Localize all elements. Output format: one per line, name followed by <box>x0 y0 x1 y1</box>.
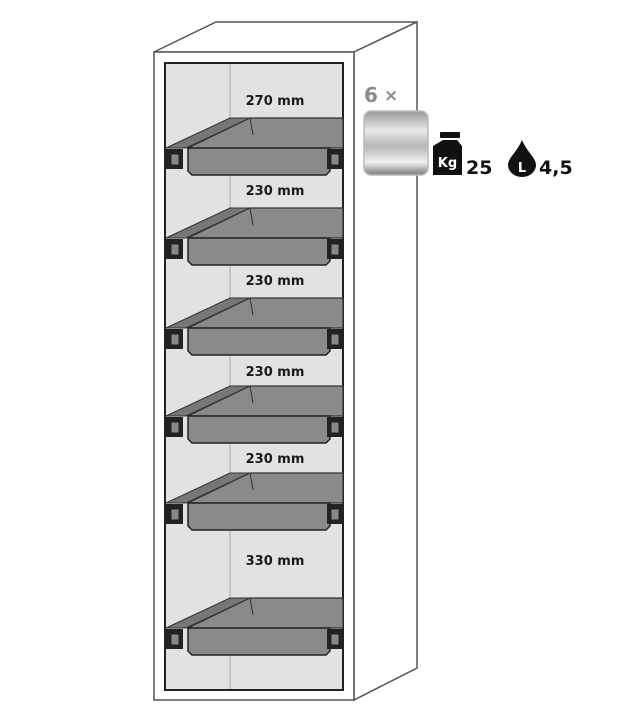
tray-front <box>187 502 331 531</box>
shelf-height-label: 230 mm <box>246 274 305 289</box>
svg-text:L: L <box>518 161 526 176</box>
multiplier-symbol: × <box>384 86 398 106</box>
pull-out-tray[interactable] <box>165 117 344 176</box>
shelf-count: 6 <box>364 83 378 107</box>
shelf-height-label: 230 mm <box>246 184 305 199</box>
pull-out-tray[interactable] <box>165 385 344 444</box>
tray-front <box>187 415 331 444</box>
weight-icon: Kg <box>433 132 462 175</box>
shelf-icon <box>363 110 429 176</box>
shelf-height-label: 230 mm <box>246 452 305 467</box>
pull-out-tray[interactable] <box>165 207 344 266</box>
shelf-height-label: 330 mm <box>246 554 305 569</box>
load-capacity-value: 25 <box>466 157 492 179</box>
pull-out-tray[interactable] <box>165 597 344 656</box>
shelf-height-label: 270 mm <box>246 94 305 109</box>
tray-front <box>187 147 331 176</box>
droplet-icon: L <box>508 140 536 177</box>
tray-front <box>187 627 331 656</box>
tray-front <box>187 237 331 266</box>
shelf-height-label: 230 mm <box>246 365 305 380</box>
sump-volume-value: 4,5 <box>539 157 573 179</box>
pull-out-tray[interactable] <box>165 297 344 356</box>
pull-out-tray[interactable] <box>165 472 344 531</box>
svg-text:Kg: Kg <box>438 156 457 171</box>
tray-front <box>187 327 331 356</box>
